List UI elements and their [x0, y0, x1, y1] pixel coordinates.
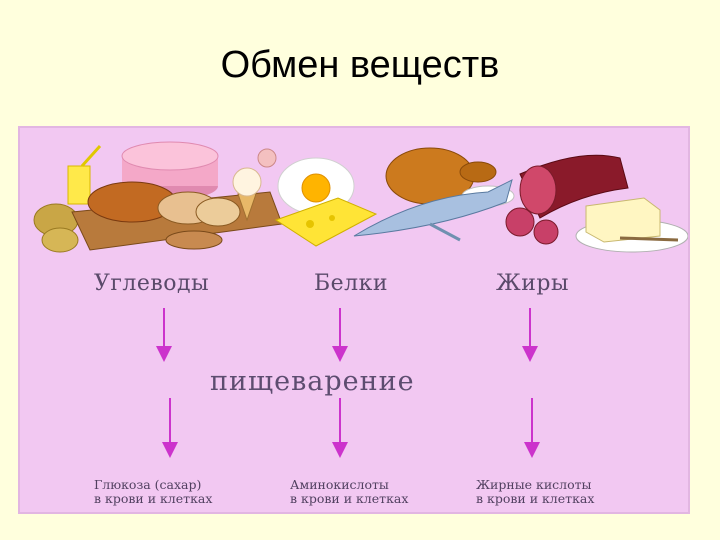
result-line: Аминокислоты [290, 477, 389, 492]
result-line: Жирные кислоты [476, 477, 592, 492]
result-fatty-acids: Жирные кислоты в крови и клетках [476, 478, 594, 506]
process-digestion: пищеварение [210, 366, 415, 397]
result-glucose: Глюкоза (сахар) в крови и клетках [94, 478, 212, 506]
cheese-icon [274, 197, 378, 247]
bread-icon [71, 181, 283, 251]
arrow-down-icon [156, 308, 172, 362]
arrow-down-icon [522, 308, 538, 362]
arrow-down-icon [524, 398, 540, 458]
ice-cream-icon [232, 148, 277, 222]
sausage-icon [505, 154, 629, 245]
result-line: в крови и клетках [290, 491, 409, 506]
juice-glass-icon [67, 144, 102, 205]
category-proteins: Белки [314, 271, 389, 296]
category-fats: Жиры [496, 271, 569, 296]
result-line: в крови и клетках [94, 491, 213, 506]
category-carbohydrates: Углеводы [94, 271, 210, 296]
metabolism-diagram: Углеводы Белки Жиры пищеварение Глюкоза … [18, 126, 690, 514]
food-illustration [33, 141, 688, 253]
result-line: в крови и клетках [476, 491, 595, 506]
result-line: Глюкоза (сахар) [94, 477, 202, 492]
arrow-down-icon [332, 308, 348, 362]
fish-icon [353, 179, 513, 242]
arrow-down-icon [162, 398, 178, 458]
arrow-down-icon [332, 398, 348, 458]
result-amino-acids: Аминокислоты в крови и клетках [290, 478, 408, 506]
slide-title: Обмен веществ [220, 44, 500, 86]
butter-icon [575, 197, 688, 253]
